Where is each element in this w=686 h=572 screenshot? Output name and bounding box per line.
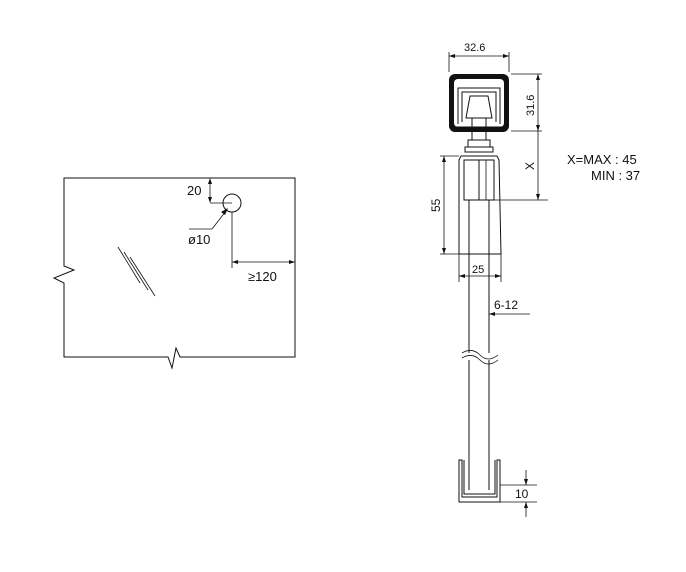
dim-guide-height: 10 bbox=[500, 470, 537, 517]
dim-hole-diameter-label: ø10 bbox=[188, 232, 210, 247]
glass-panel-outline bbox=[52, 177, 296, 370]
dim-hole-offset: 20 bbox=[187, 178, 232, 204]
dim-track-height: 31.6 bbox=[511, 73, 542, 132]
dim-hole-offset-label: 20 bbox=[187, 183, 201, 198]
dim-x-label: X bbox=[523, 162, 537, 170]
dim-clamp-width: 25 bbox=[458, 254, 502, 282]
dim-track-width: 32.6 bbox=[448, 42, 510, 72]
dim-glass-thickness-label: 6-12 bbox=[494, 298, 518, 312]
track-profile bbox=[449, 74, 509, 132]
glass-hatch bbox=[117, 246, 156, 297]
dim-edge-distance-label: ≥120 bbox=[248, 269, 277, 284]
hanger-bolt bbox=[464, 117, 494, 153]
floor-guide bbox=[458, 459, 501, 503]
dim-track-height-label: 31.6 bbox=[525, 95, 537, 116]
dim-x: X bbox=[494, 131, 548, 201]
dim-hole-diameter: ø10 bbox=[188, 208, 228, 247]
glass-panel-view: 20 ø10 ≥120 bbox=[52, 177, 296, 370]
dim-guide-height-label: 10 bbox=[515, 487, 529, 501]
fitting-section-view: 32.6 31.6 X X=MAX : 45 MIN : 37 bbox=[429, 42, 640, 517]
dim-track-width-label: 32.6 bbox=[464, 42, 485, 54]
dim-clamp-height-label: 55 bbox=[429, 198, 443, 212]
x-max-note: X=MAX : 45 bbox=[567, 152, 637, 167]
dim-clamp-width-label: 25 bbox=[472, 264, 484, 276]
dim-clamp-height: 55 bbox=[429, 155, 459, 255]
glass-clamp bbox=[458, 155, 502, 255]
x-min-note: MIN : 37 bbox=[591, 168, 640, 183]
glass-section bbox=[461, 254, 499, 490]
dim-edge-distance: ≥120 bbox=[231, 212, 295, 284]
dim-glass-thickness: 6-12 bbox=[489, 298, 530, 316]
